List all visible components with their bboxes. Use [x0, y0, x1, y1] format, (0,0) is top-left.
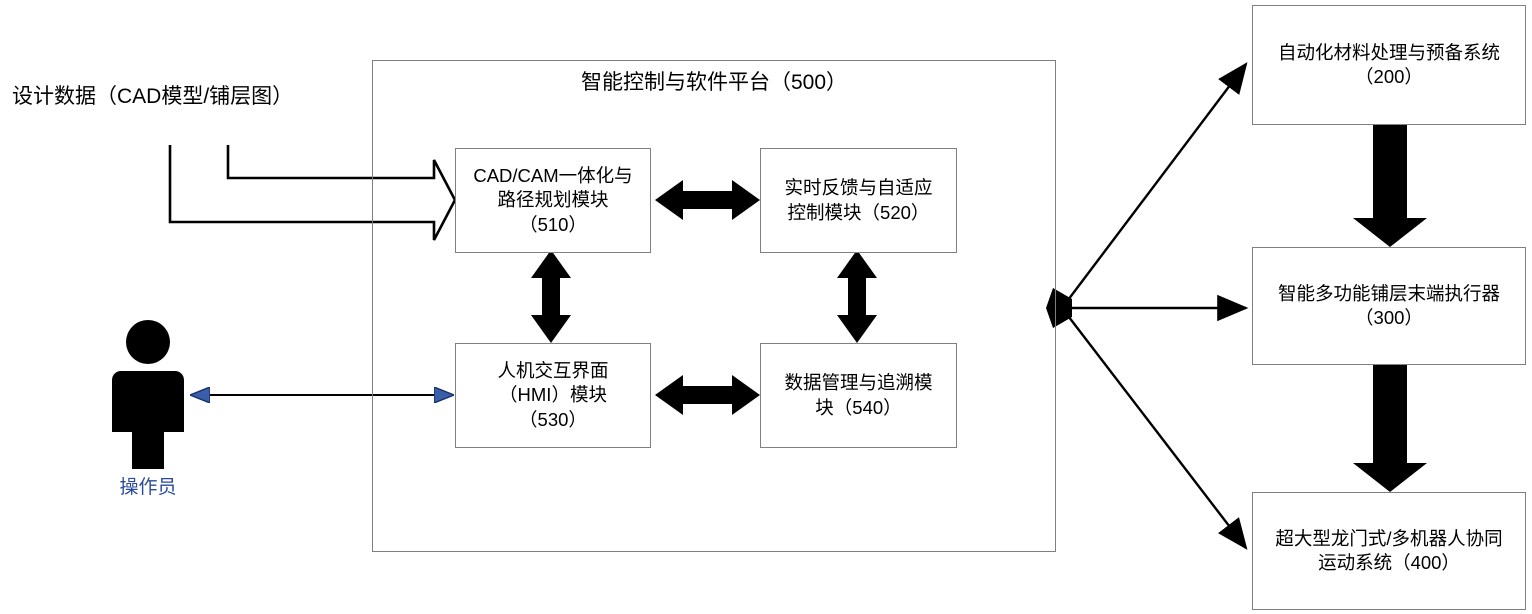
- operator-actor-icon: [112, 320, 184, 469]
- operator-label: 操作员: [119, 477, 177, 498]
- platform-title: 智能控制与软件平台（500）: [580, 71, 848, 94]
- platform-container-500: [372, 60, 1056, 552]
- subsystem-200[interactable]: 自动化材料处理与预备系统 （200）: [1252, 5, 1526, 125]
- connector-200-to-300: [1353, 125, 1427, 247]
- connector-510-to-520: [655, 180, 760, 220]
- subsystem-300[interactable]: 智能多功能铺层末端执行器 （300）: [1252, 247, 1526, 365]
- design-data-label: 设计数据（CAD模型/铺层图）: [12, 85, 294, 108]
- subsystem-400[interactable]: 超大型龙门式/多机器人协同 运动系统（400）: [1252, 492, 1526, 610]
- connector-510-to-530: [531, 250, 571, 343]
- branch-junction-node: [1046, 288, 1072, 328]
- connector-520-to-540: [837, 250, 877, 343]
- module-520[interactable]: 实时反馈与自适应 控制模块（520）: [760, 148, 957, 253]
- connector-platform-to-400: [1061, 307, 1248, 550]
- module-510[interactable]: CAD/CAM一体化与 路径规划模块 （510）: [455, 148, 651, 253]
- module-530[interactable]: 人机交互界面 （HMI）模块 （530）: [455, 343, 651, 448]
- connector-530-to-540: [655, 375, 760, 415]
- module-540[interactable]: 数据管理与追溯模 块（540）: [760, 343, 957, 448]
- connector-platform-to-200: [1061, 62, 1248, 309]
- connector-300-to-400: [1353, 365, 1427, 492]
